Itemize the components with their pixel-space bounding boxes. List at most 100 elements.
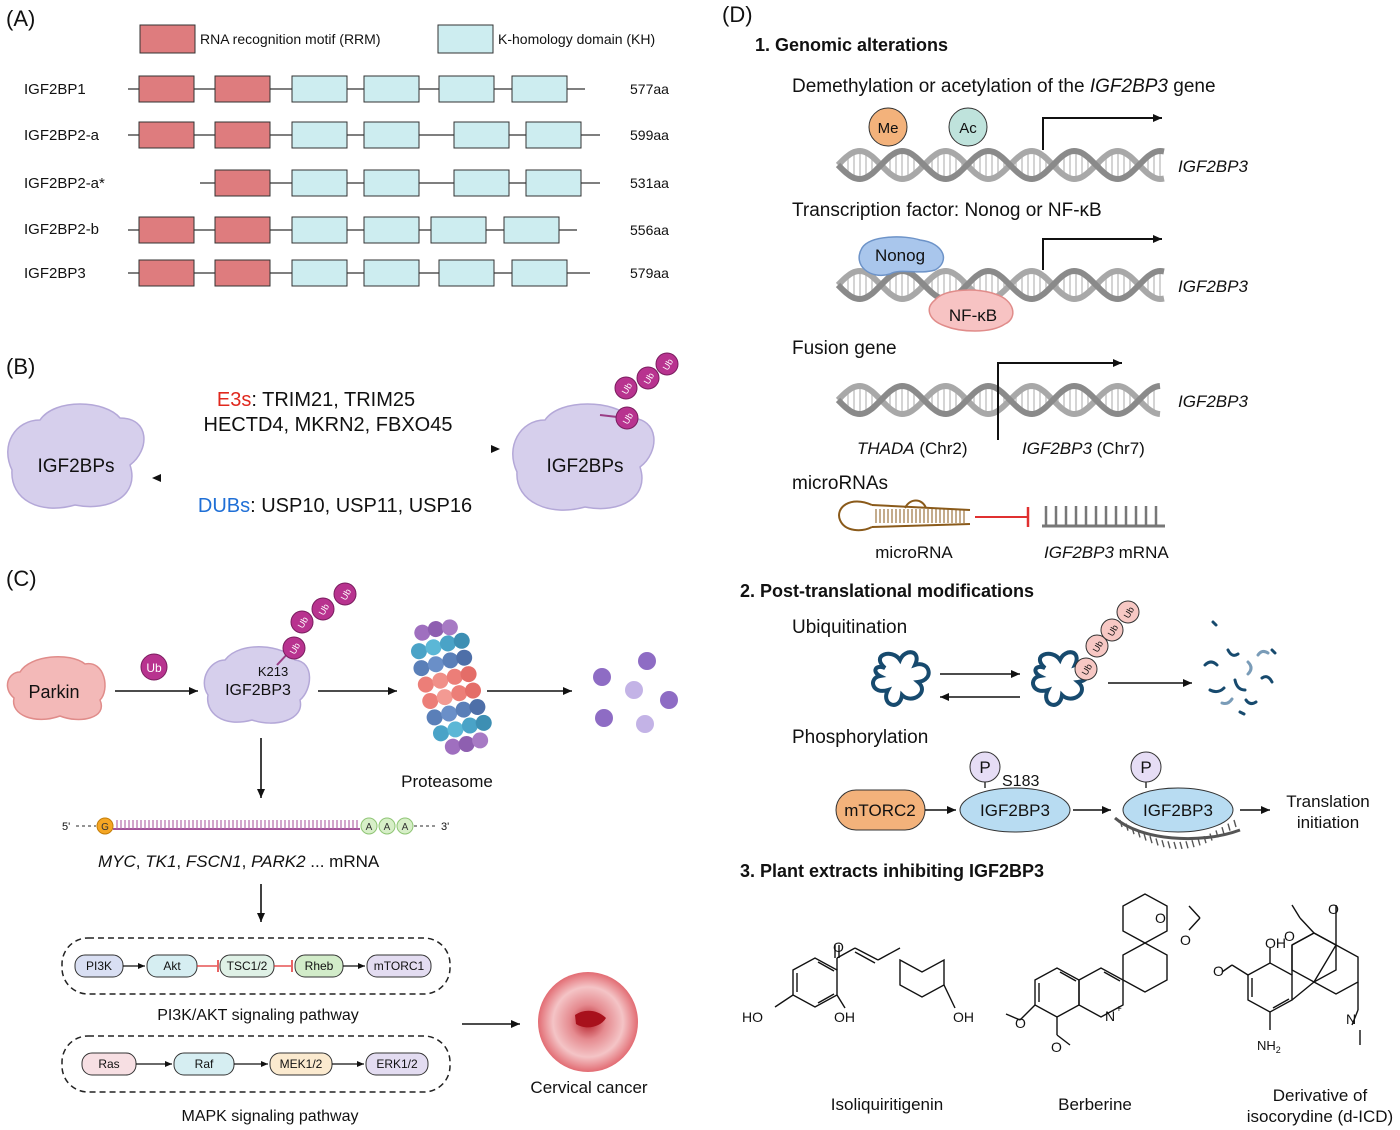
- chem-o-1: O: [833, 939, 844, 955]
- igf-fusion-chr: (Chr7): [1092, 439, 1145, 458]
- proteasome-label: Proteasome: [401, 772, 493, 791]
- bound-mrna: [1114, 816, 1241, 850]
- five-prime-label: 5': [62, 821, 70, 833]
- polya-label: A: [402, 822, 409, 833]
- gene-park2: PARK2: [251, 852, 306, 871]
- ub-label: Ub: [642, 371, 656, 386]
- me-label: Me: [878, 120, 899, 137]
- ub-chain-d: Ub Ub Ub Ub: [1074, 600, 1140, 681]
- dicd-structure: [1221, 904, 1361, 1045]
- protein-row-igf2bp2-a: IGF2BP2-a 599aa: [24, 121, 669, 149]
- thada-label: THADA (Chr2): [857, 439, 968, 458]
- panel-b: (B) IGF2BPs IGF2BPs Ub Ub Ub Ub E3s: TRI…: [6, 352, 679, 517]
- mrna-suffix: ... mRNA: [306, 852, 380, 871]
- kh-domain: [291, 169, 348, 197]
- node-mtorc1: mTORC1: [374, 959, 425, 973]
- gene-label-1: IGF2BP3: [1178, 157, 1248, 176]
- degraded-fragments: [593, 652, 678, 733]
- polya-label: A: [384, 822, 391, 833]
- ub-single: [140, 653, 168, 681]
- kh-domain: [291, 259, 348, 287]
- pi3k-pathway-label: PI3K/AKT signaling pathway: [157, 1007, 359, 1024]
- p-label-2: P: [1140, 758, 1151, 777]
- node-akt: Akt: [163, 959, 181, 973]
- igf2bp3-node-1: [959, 787, 1071, 833]
- legend-kh-swatch: [437, 24, 494, 54]
- ub-label: Ub: [339, 587, 353, 602]
- rrm-domain: [138, 121, 195, 149]
- ub-single-label: Ub: [146, 661, 162, 675]
- compound-dicd-line1: Derivative of: [1273, 1086, 1368, 1105]
- chem-o-3: O: [1051, 1039, 1062, 1055]
- mrna-strand: 5' G A A A 3': [62, 817, 449, 835]
- fusion-title: Fusion gene: [792, 338, 897, 359]
- protein-name: IGF2BP2-b: [24, 221, 99, 238]
- kh-domain: [430, 216, 487, 244]
- gene-myc: MYC: [98, 852, 137, 871]
- kh-domain: [525, 169, 582, 197]
- dub-line: DUBs: USP10, USP11, USP16: [198, 495, 472, 517]
- kh-domain: [291, 75, 348, 103]
- chem-nplus: +: [1116, 1004, 1122, 1015]
- ub-chain-c: Ub Ub Ub Ub: [276, 582, 357, 666]
- phospho-group-1: [969, 751, 1001, 783]
- degraded-protein-fragments: [1203, 620, 1277, 716]
- rrm-domain: [138, 259, 195, 287]
- chem-o-4: O: [1155, 910, 1166, 926]
- chem-nh: NH: [1257, 1038, 1276, 1053]
- igf2bps-blob-left: [7, 403, 145, 509]
- thada-gene: THADA: [857, 439, 915, 458]
- compound-berberine: Berberine: [1058, 1095, 1132, 1114]
- pi3k-nodes: PI3K Akt TSC1/2 Rheb mTORC1: [74, 954, 432, 978]
- rrm-domain: [138, 216, 195, 244]
- panel-d-label: (D): [722, 2, 753, 27]
- tss-arrow-1: [1042, 114, 1162, 150]
- nonog-blob: [858, 236, 945, 276]
- kh-domain: [453, 169, 510, 197]
- igf-fusion-label: IGF2BP3 (Chr7): [1022, 439, 1145, 458]
- chem-oh-1: OH: [834, 1009, 855, 1025]
- kh-domain: [363, 169, 420, 197]
- section1-title: 1. Genomic alterations: [755, 35, 948, 55]
- kh-domain: [438, 259, 495, 287]
- igf-fusion-gene: IGF2BP3: [1022, 439, 1092, 458]
- dub-prefix: DUBs: [198, 495, 250, 517]
- parkin-label: Parkin: [28, 682, 79, 702]
- igf2bp3-node-2-label: IGF2BP3: [1143, 801, 1213, 820]
- panel-d: (D) 1. Genomic alterations Demethylation…: [722, 2, 1393, 1126]
- protein-length: 599aa: [630, 127, 669, 143]
- panel-a: (A) RNA recognition motif (RRM) K-homolo…: [6, 6, 669, 287]
- panel-c: (C) Parkin Ub K213 IGF2BP3 Ub Ub Ub Ub: [6, 566, 678, 1125]
- target-suffix: mRNA: [1114, 543, 1169, 562]
- mrna-targets-text: MYC, TK1, FSCN1, PARK2 ... mRNA: [98, 852, 380, 871]
- e3-line1: E3s: TRIM21, TRIM25: [217, 389, 415, 411]
- tf-title: Transcription factor: Nonog or NF-κB: [792, 200, 1102, 221]
- kh-domain: [453, 121, 510, 149]
- cervical-cancer-label: Cervical cancer: [530, 1078, 647, 1097]
- compound-dicd-line2: isocorydine (d-ICD): [1247, 1107, 1393, 1126]
- cap-g: [96, 817, 114, 835]
- legend-rrm-label: RNA recognition motif (RRM): [200, 31, 381, 47]
- kh-domain: [363, 121, 420, 149]
- rrm-domain: [214, 121, 271, 149]
- rrm-domain: [214, 216, 271, 244]
- target-gene: IGF2BP3: [1044, 543, 1114, 562]
- chem-ho-1: HO: [742, 1009, 763, 1025]
- igf2bps-left-label: IGF2BPs: [37, 456, 114, 477]
- node-rheb: Rheb: [305, 959, 334, 973]
- mrna-ticks: [116, 820, 358, 829]
- section3-title: 3. Plant extracts inhibiting IGF2BP3: [740, 861, 1044, 881]
- node-ras: Ras: [98, 1057, 119, 1071]
- cap-g-label: G: [101, 822, 109, 833]
- demethylation-title: Demethylation or acetylation of the IGF2…: [792, 76, 1216, 97]
- chem-o-6: O: [1213, 963, 1224, 979]
- kh-domain: [511, 259, 568, 287]
- protein-row-igf2bp3: IGF2BP3 579aa: [24, 259, 669, 287]
- nfkb-blob: [928, 289, 1014, 332]
- kh-domain: [438, 75, 495, 103]
- ub-label: Ub: [661, 357, 675, 372]
- berberine-structure: [1005, 893, 1201, 1046]
- ac-label: Ac: [959, 120, 977, 137]
- proteasome-icon: [410, 619, 492, 755]
- node-raf: Raf: [195, 1057, 214, 1071]
